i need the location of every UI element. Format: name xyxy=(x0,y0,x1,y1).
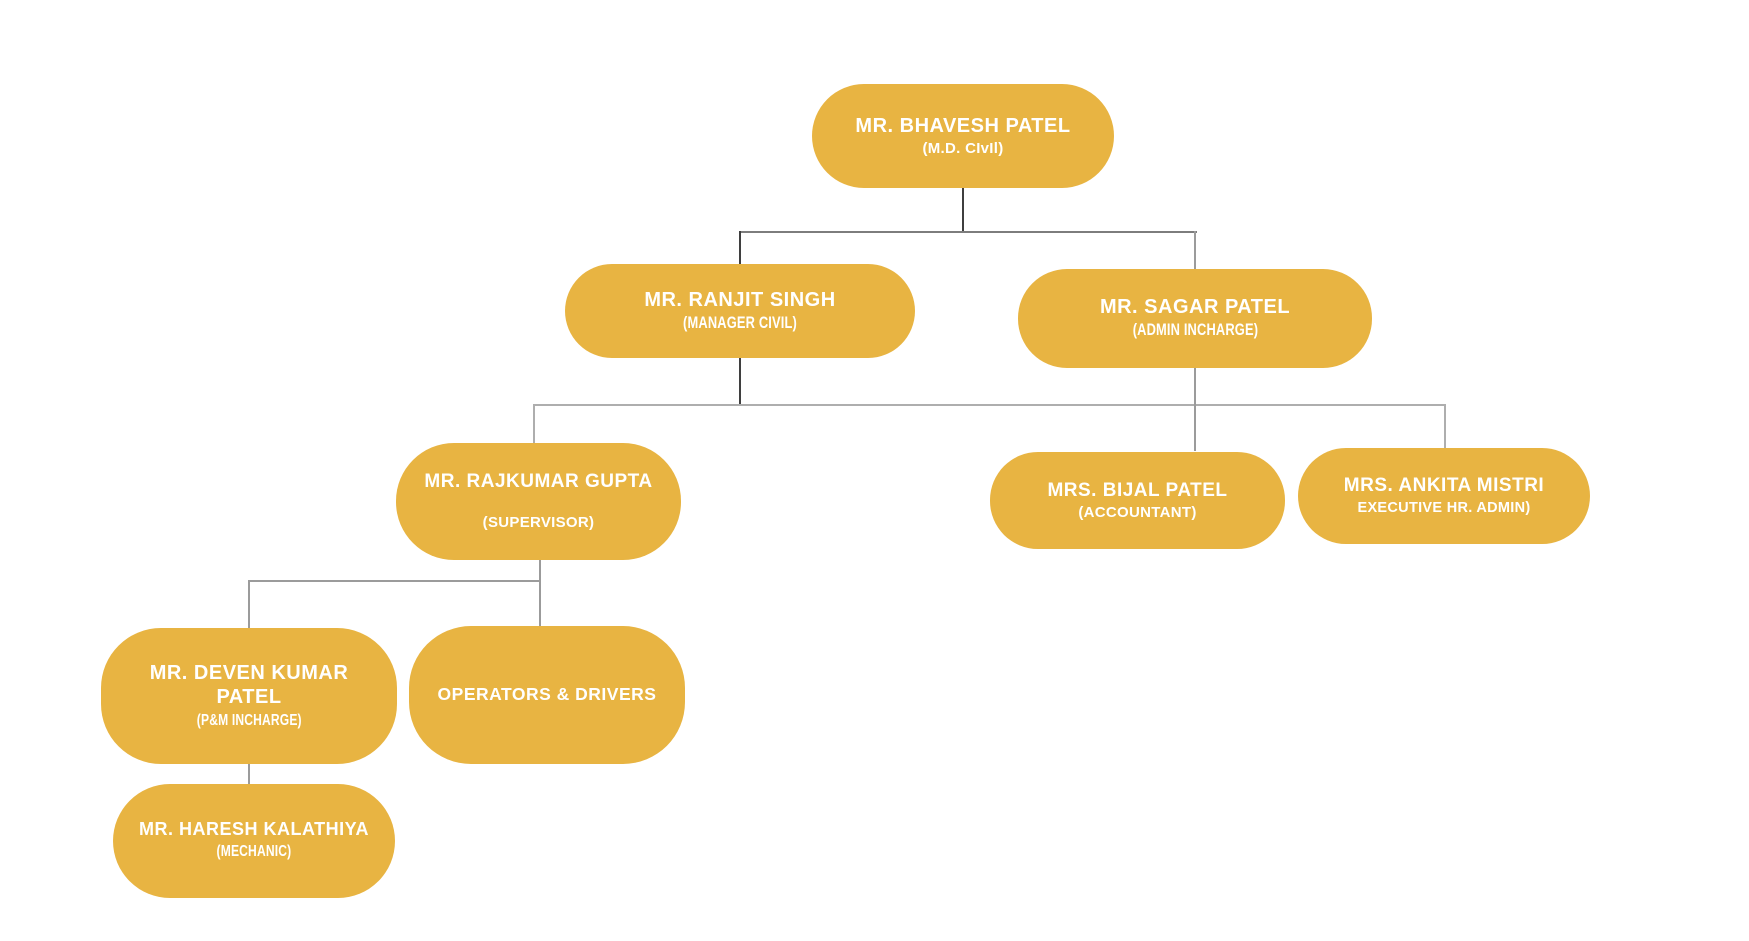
connector-ankita-riser xyxy=(1444,404,1446,449)
node-role: EXECUTIVE HR. ADMIN) xyxy=(1357,499,1531,516)
node-role: (ADMIN INCHARGE) xyxy=(1132,321,1258,340)
connector-level2-bus xyxy=(739,231,1197,233)
connector-ranjit-drop xyxy=(739,358,741,406)
node-name: OPERATORS & DRIVERS xyxy=(437,684,657,705)
connector-deven-to-haresh xyxy=(248,764,250,785)
connector-level4-bus xyxy=(248,580,541,582)
org-node-bhavesh-patel: MR. BHAVESH PATEL (M.D. CIvIl) xyxy=(812,84,1114,188)
org-node-rajkumar-gupta: MR. RAJKUMAR GUPTA (SUPERVISOR) xyxy=(396,443,681,560)
node-name: MR. HARESH KALATHIYA xyxy=(138,819,369,840)
node-role: (M.D. CIvIl) xyxy=(922,139,1004,157)
connector-sagar-to-bijal-drop xyxy=(1194,368,1196,451)
node-name: MR. SAGAR PATEL xyxy=(1099,296,1291,319)
org-node-haresh-kalathiya: MR. HARESH KALATHIYA (MECHANIC) xyxy=(113,784,395,898)
node-role: (MANAGER CIVIL) xyxy=(683,313,797,332)
connector-rajkumar-drop xyxy=(539,560,541,627)
node-role: (SUPERVISOR) xyxy=(482,514,595,532)
node-name: MRS. ANKITA MISTRI xyxy=(1343,475,1545,497)
connector-bhavesh-drop xyxy=(962,188,964,233)
node-name: MR. RAJKUMAR GUPTA xyxy=(424,471,653,493)
node-name: MR. RANJIT SINGH xyxy=(644,288,836,311)
node-role: (P&M INCHARGE) xyxy=(196,711,302,729)
connector-ranjit-riser xyxy=(739,231,741,265)
org-node-deven-kumar-patel: MR. DEVEN KUMAR PATEL (P&M INCHARGE) xyxy=(101,628,397,764)
node-name: MRS. BIJAL PATEL xyxy=(1047,479,1228,501)
node-role: (MECHANIC) xyxy=(216,843,292,861)
node-name: MR. BHAVESH PATEL xyxy=(855,114,1071,137)
connector-level3-bus xyxy=(533,404,1446,406)
connector-sagar-riser xyxy=(1194,231,1196,270)
node-role: (ACCOUNTANT) xyxy=(1078,503,1197,521)
connector-deven-riser xyxy=(248,580,250,629)
org-node-ranjit-singh: MR. RANJIT SINGH (MANAGER CIVIL) xyxy=(565,264,915,358)
org-node-operators-drivers: OPERATORS & DRIVERS xyxy=(409,626,685,764)
connector-rajkumar-riser xyxy=(533,404,535,444)
org-node-sagar-patel: MR. SAGAR PATEL (ADMIN INCHARGE) xyxy=(1018,269,1372,368)
org-node-ankita-mistri: MRS. ANKITA MISTRI EXECUTIVE HR. ADMIN) xyxy=(1298,448,1590,544)
org-node-bijal-patel: MRS. BIJAL PATEL (ACCOUNTANT) xyxy=(990,452,1285,549)
node-name: MR. DEVEN KUMAR PATEL xyxy=(149,662,349,709)
